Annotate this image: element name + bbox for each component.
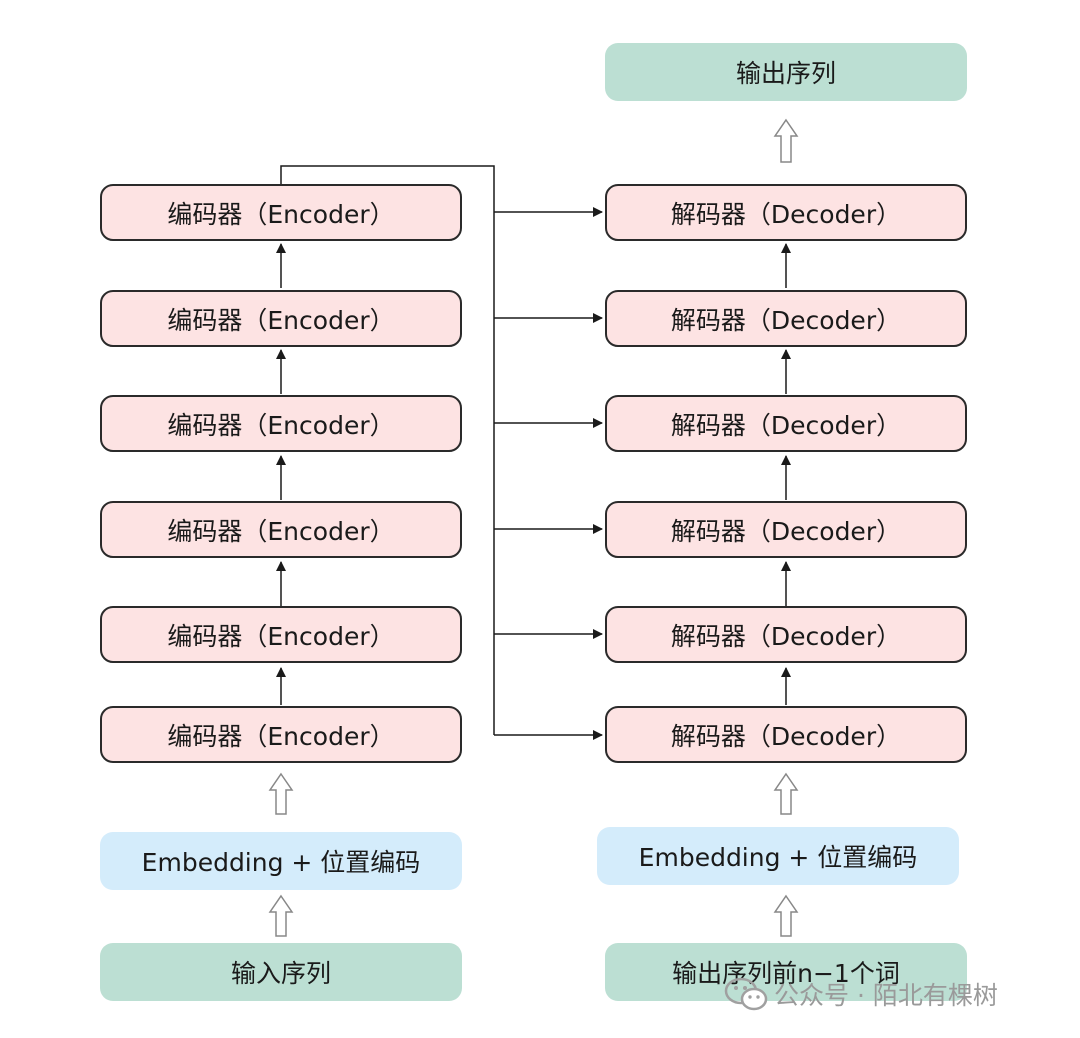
encoder-embedding-label: Embedding + 位置编码	[141, 848, 421, 877]
hollow-arrow-decoder-embedding	[773, 772, 799, 815]
decoder-block-2: 解码器（Decoder）	[605, 606, 967, 663]
decoder-block-6: 解码器（Decoder）	[605, 184, 967, 241]
encoder-block-label: 编码器（Encoder）	[167, 199, 395, 229]
hollow-arrow-decoder-input	[773, 894, 799, 937]
decoder-input-sequence-box: 输出序列前n−1个词	[605, 943, 967, 1001]
watermark: 公众号 · 陌北有棵树	[724, 976, 998, 1012]
hollow-arrow-encoder-embedding	[268, 772, 294, 815]
decoder-block-label: 解码器（Decoder）	[670, 721, 902, 751]
decoder-block-3: 解码器（Decoder）	[605, 501, 967, 558]
encoder-decoder-bus	[280, 165, 603, 740]
hollow-arrow-encoder-input	[268, 894, 294, 937]
decoder-block-label: 解码器（Decoder）	[670, 199, 902, 229]
encoder-block-label: 编码器（Encoder）	[167, 516, 395, 546]
decoder-block-label: 解码器（Decoder）	[670, 621, 902, 651]
encoder-embedding-box: Embedding + 位置编码	[100, 832, 462, 890]
decoder-input-label: 输出序列前n−1个词	[672, 959, 900, 988]
encoder-block-3: 编码器（Encoder）	[100, 501, 462, 558]
encoder-block-4: 编码器（Encoder）	[100, 395, 462, 452]
encoder-block-1: 编码器（Encoder）	[100, 706, 462, 763]
decoder-embedding-label: Embedding + 位置编码	[638, 843, 918, 872]
encoder-input-sequence-box: 输入序列	[100, 943, 462, 1001]
decoder-embedding-box: Embedding + 位置编码	[597, 827, 959, 885]
encoder-block-5: 编码器（Encoder）	[100, 290, 462, 347]
decoder-block-label: 解码器（Decoder）	[670, 516, 902, 546]
watermark-text: 公众号 · 陌北有棵树	[774, 981, 998, 1010]
decoder-block-4: 解码器（Decoder）	[605, 395, 967, 452]
hollow-up-arrows	[268, 118, 799, 937]
encoder-block-label: 编码器（Encoder）	[167, 305, 395, 335]
decoder-output-label: 输出序列	[735, 59, 836, 88]
wechat-icon	[724, 977, 768, 1011]
encoder-block-label: 编码器（Encoder）	[167, 621, 395, 651]
encoder-input-label: 输入序列	[230, 959, 331, 988]
decoder-block-label: 解码器（Decoder）	[670, 410, 902, 440]
decoder-output-sequence-box: 输出序列	[605, 43, 967, 101]
decoder-block-5: 解码器（Decoder）	[605, 290, 967, 347]
encoder-block-2: 编码器（Encoder）	[100, 606, 462, 663]
encoder-block-label: 编码器（Encoder）	[167, 410, 395, 440]
decoder-block-label: 解码器（Decoder）	[670, 305, 902, 335]
hollow-arrow-decoder-output	[773, 118, 799, 163]
decoder-block-1: 解码器（Decoder）	[605, 706, 967, 763]
encoder-block-label: 编码器（Encoder）	[167, 721, 395, 751]
encoder-output-line	[280, 165, 495, 735]
encoder-block-6: 编码器（Encoder）	[100, 184, 462, 241]
